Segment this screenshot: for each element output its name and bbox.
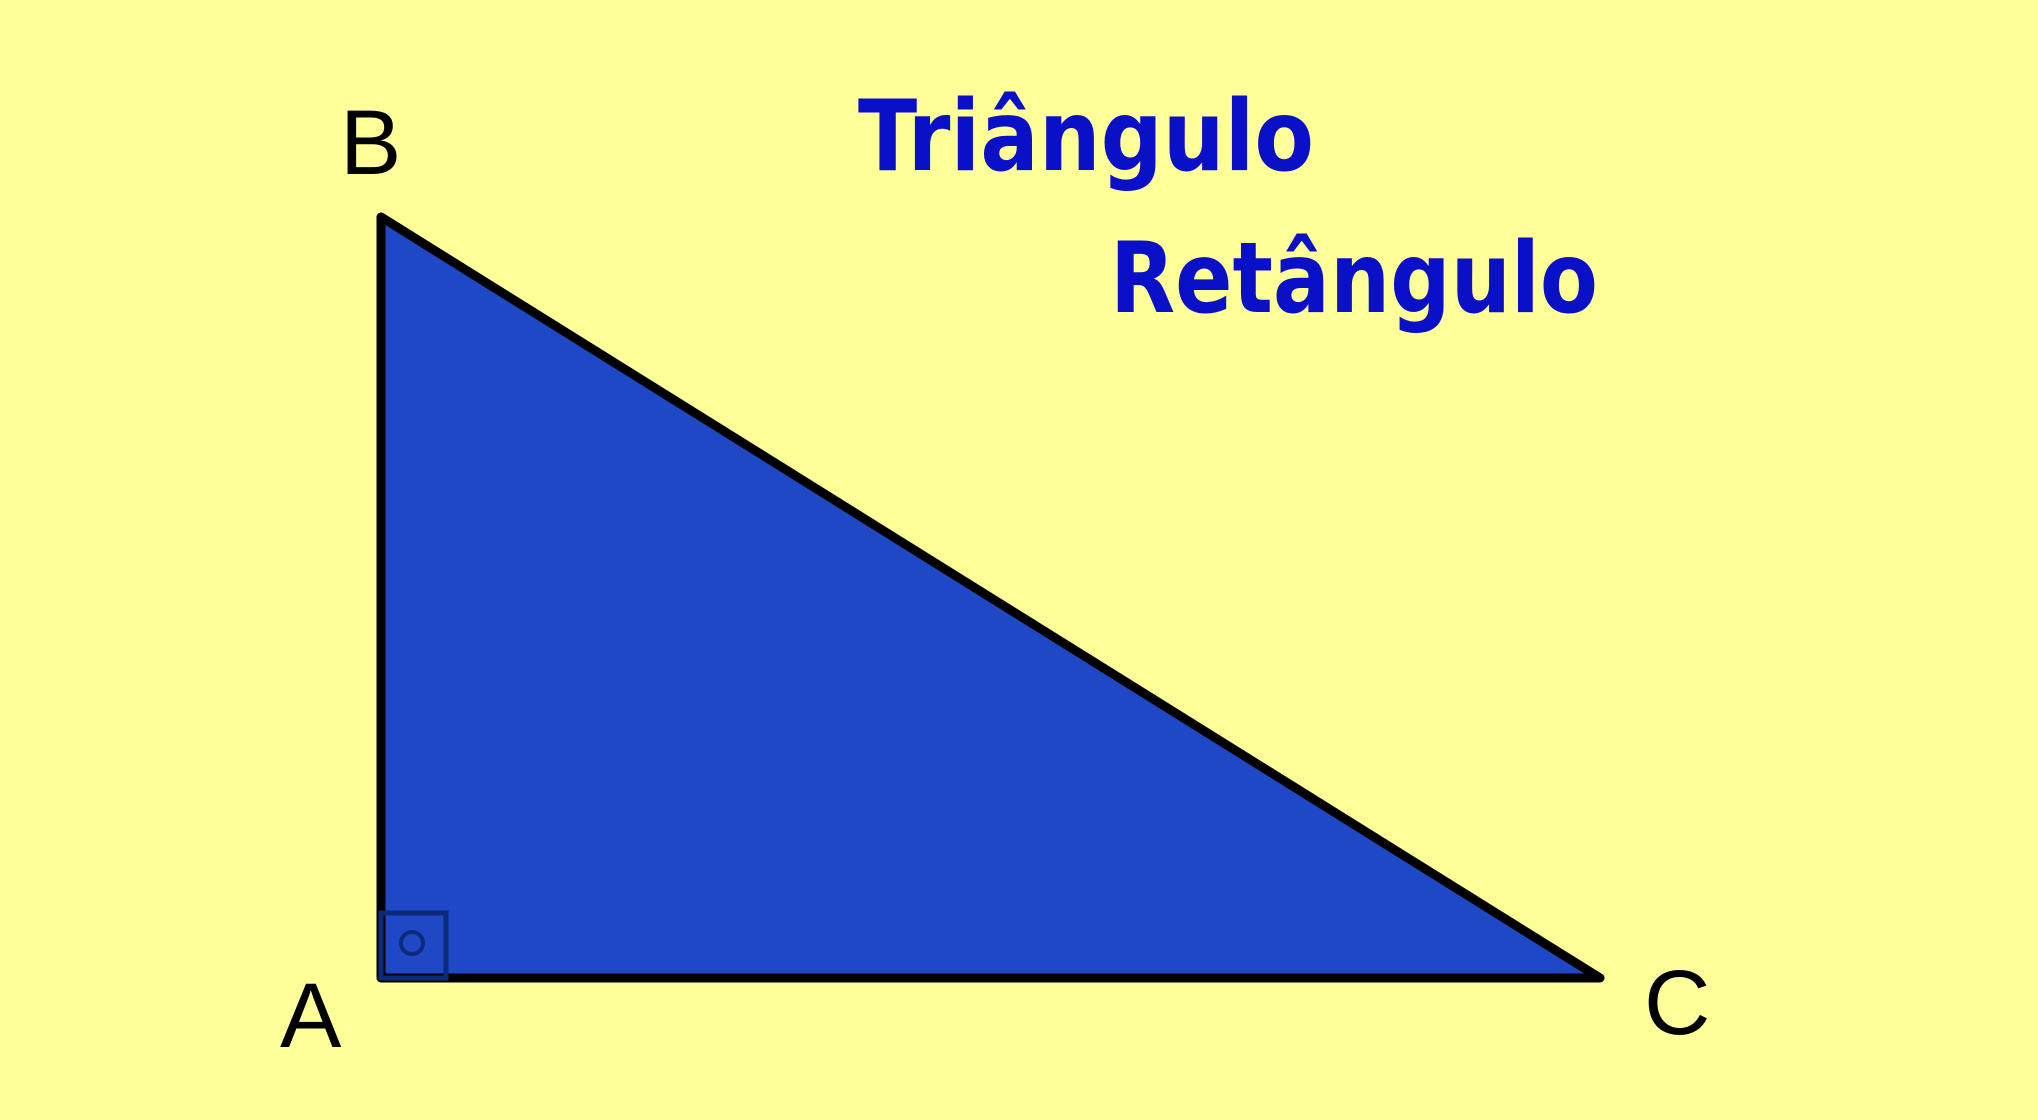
- right-angle-dot: [399, 930, 425, 956]
- vertex-label-a: A: [280, 965, 342, 1067]
- vertex-label-b: B: [340, 92, 401, 194]
- right-triangle: [376, 212, 1605, 983]
- vertex-label-c: C: [1644, 952, 1710, 1054]
- title-line-1: Triângulo: [858, 80, 1314, 194]
- right-angle-marker: [378, 910, 449, 981]
- title-line-2: Retângulo: [1110, 222, 1598, 336]
